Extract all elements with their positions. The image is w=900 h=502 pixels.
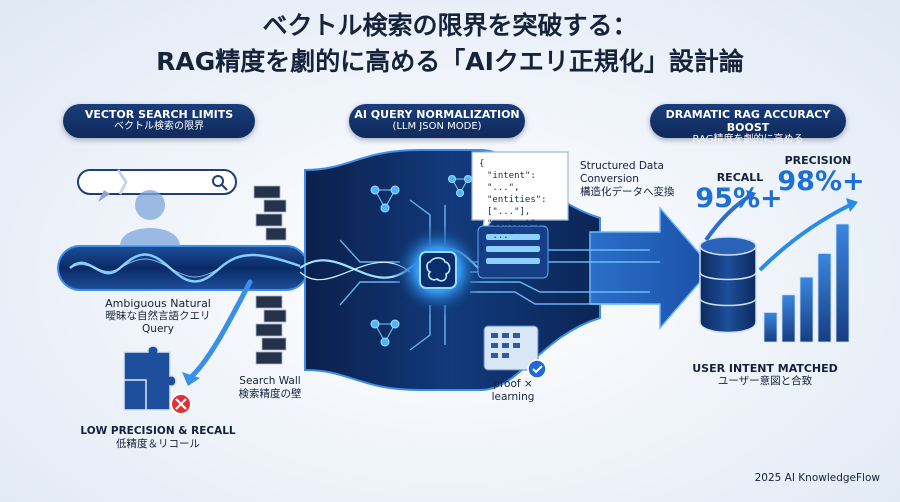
up-arrow-icon [704,194,752,242]
section-pill-vector-limits: VECTOR SEARCH LIMITS ベクトル検索の限界 [63,104,255,138]
result-ja: ユーザー意図と合致 [717,375,813,387]
user-silhouette-icon [120,190,180,246]
section-pill-query-normalization: AI QUERY NORMALIZATION (LLM JSON MODE) [349,104,525,138]
growth-bar [799,276,814,343]
footer-credit: 2025 AI KnowledgeFlow [754,472,880,484]
page-title-line1: ベクトル検索の限界を突破する： [262,11,638,40]
check-badge-icon [527,359,547,379]
section-right-en: DRAMATIC RAG ACCURACY BOOST [665,108,831,134]
brain-chip-icon [419,251,457,289]
bar-chart-icon [763,223,850,343]
intent-matched-label: USER INTENT MATCHED ユーザー意図と合致 [690,362,840,388]
json-context: "context": "..." [487,219,542,241]
search-wall-label: Search Wall 検索精度の壁 [222,375,318,401]
wall-ja: 検索精度の壁 [238,388,302,400]
json-intent: "intent": "...", [487,171,536,193]
structured-en1: Structured Data [580,160,664,172]
precision-label: PRECISION [784,154,852,167]
section-right-ja: RAG精度を劇的に高める [692,134,804,145]
section-pill-accuracy-boost: DRAMATIC RAG ACCURACY BOOST RAG精度を劇的に高める [650,104,846,145]
section-left-en: VECTOR SEARCH LIMITS [84,108,234,121]
structured-ja: 構造化データへ変換 [580,186,675,198]
database-icon [699,236,757,334]
query-en: Ambiguous Natural [105,297,211,310]
ambiguous-query-label: Ambiguous Natural 曖昧な自然言語クエリ Query [88,297,228,336]
json-entities: "entities": ["..."], [487,195,547,217]
rejected-flow-arrow [187,279,253,381]
proof-line2: learning [491,391,535,403]
query-ja: 曖昧な自然言語クエリ [105,310,211,322]
proof-line1: proof × [493,378,533,390]
section-middle-ja: (LLM JSON MODE) [392,121,482,132]
section-middle-en: AI QUERY NORMALIZATION [354,108,520,121]
output-arrow [589,205,713,331]
section-left-ja: ベクトル検索の限界 [114,121,204,132]
json-close: } [479,243,485,253]
result-en: USER INTENT MATCHED [692,362,838,375]
up-arrow-icon-2 [758,203,851,272]
structured-data-label: Structured Data Conversion 構造化データへ変換 [580,160,690,199]
low-ja: 低精度＆リコール [116,438,200,450]
wall-en: Search Wall [239,375,301,387]
page-title-line2: RAG精度を劇的に高める「AIクエリ正規化」設計論 [156,47,744,76]
growth-bar [835,223,850,343]
recall-label: RECALL [716,171,764,184]
growth-bar [781,294,796,343]
recall-value: 95%+ [695,183,783,214]
json-snippet: { "intent": "...", "entities": ["..."], … [479,158,569,254]
brick-wall-icon [253,185,287,365]
structured-en2: Conversion [580,173,639,185]
precision-value: 98%+ [777,166,865,197]
query-en2: Query [142,323,174,335]
proof-learning-label: proof × learning [476,378,550,404]
puzzle-icon [123,345,177,411]
json-open: { [479,159,485,169]
growth-bar [817,253,832,343]
network-node-icon [370,175,472,347]
low-precision-label: LOW PRECISION & RECALL 低精度＆リコール [70,425,246,451]
low-en: LOW PRECISION & RECALL [80,425,236,437]
growth-bar [763,312,778,343]
